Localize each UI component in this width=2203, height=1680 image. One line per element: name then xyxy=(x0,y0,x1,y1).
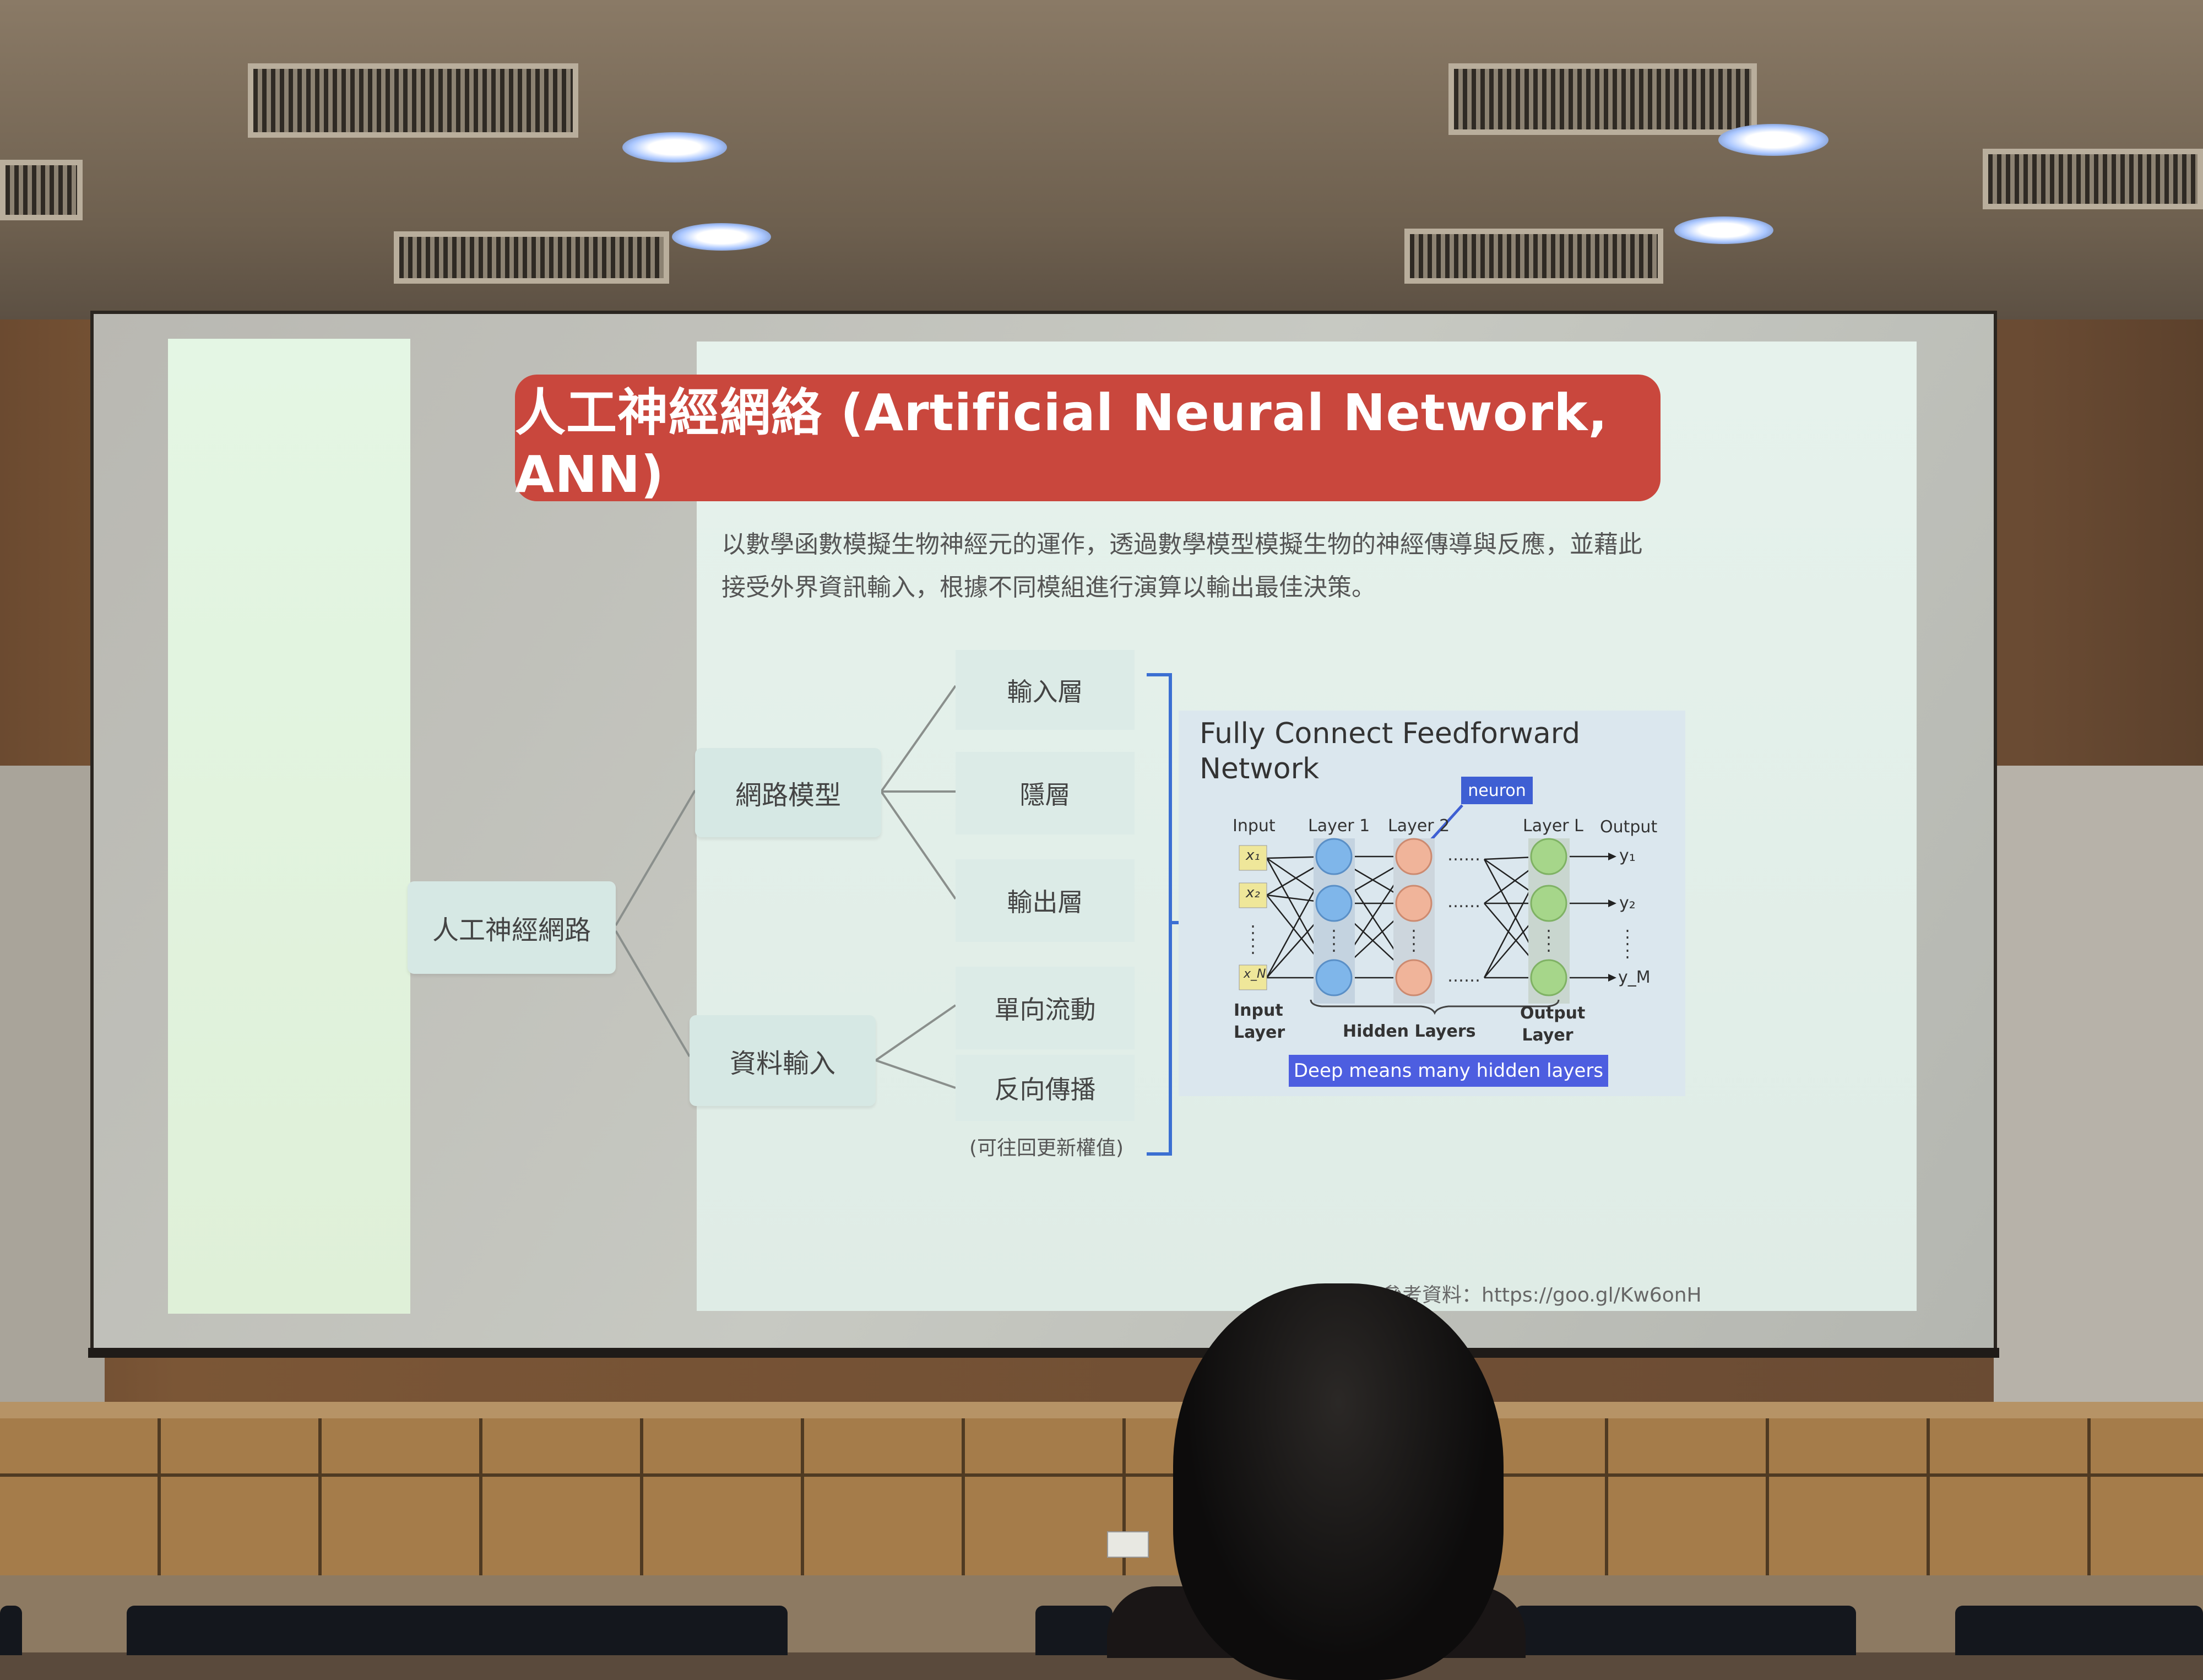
ceiling-vent xyxy=(1448,63,1757,135)
leaf-input-layer: 輸入層 xyxy=(956,650,1135,730)
slide-description: 以數學函數模擬生物神經元的運作，透過數學模型模擬生物的神經傳導與反應，並藉此接受… xyxy=(721,530,1642,601)
vertical-ellipses xyxy=(1252,925,1629,958)
input-boxes xyxy=(1239,845,1267,990)
screen-bottom-bar xyxy=(88,1348,1999,1358)
ceiling-vent xyxy=(1404,229,1663,284)
ceiling-vent xyxy=(0,160,83,220)
ceiling-light xyxy=(1718,124,1828,156)
chair-back xyxy=(1955,1606,2203,1655)
leaf-backpropagation: 反向傳播 xyxy=(956,1055,1135,1121)
diagram-caption: Deep means many hidden layers xyxy=(1289,1055,1608,1087)
chair-back xyxy=(0,1606,22,1655)
label-layerL: Layer L xyxy=(1523,816,1583,836)
ceiling-light xyxy=(672,223,771,251)
slide-reference: 參考資料：https://goo.gl/Kw6onH xyxy=(1382,1284,1702,1307)
ceiling xyxy=(0,0,2203,319)
label-output: Output xyxy=(1600,817,1658,837)
output-arrowheads xyxy=(1608,853,1616,982)
output-yM: y_M xyxy=(1618,968,1651,987)
slide-left-panel xyxy=(168,339,410,1314)
label-dots-top: …… xyxy=(1447,846,1480,865)
leaf-one-way-flow: 單向流動 xyxy=(956,967,1135,1049)
wall-panel-left xyxy=(0,766,105,1405)
chair-back xyxy=(1515,1606,1856,1655)
label-hidden-layers: Hidden Layers xyxy=(1343,1022,1476,1041)
backprop-note: (可往回更新權值) xyxy=(969,1137,1124,1159)
label-layer2: Layer 2 xyxy=(1388,816,1450,836)
stage-rail xyxy=(0,1402,2203,1418)
input-xN: x_N xyxy=(1244,967,1266,981)
chair-back xyxy=(127,1606,788,1655)
audience-head xyxy=(1173,1283,1504,1680)
label-dots-mid: …… xyxy=(1447,892,1480,912)
hidden-layers-brace xyxy=(1310,999,1560,1015)
chair-back xyxy=(1035,1606,1113,1655)
branch-network-model: 網路模型 xyxy=(695,748,881,837)
label-output-layer: Output Layer xyxy=(1520,1004,1586,1045)
output-y1: y₁ xyxy=(1619,846,1636,865)
ceiling-light xyxy=(1674,216,1773,244)
diagram-title: Fully Connect Feedforward Network xyxy=(1200,717,1581,785)
wall-panel-right xyxy=(1994,766,2203,1405)
ceiling-vent xyxy=(394,231,669,284)
wood-wainscot xyxy=(0,1418,2203,1584)
ceiling-vent xyxy=(1983,149,2203,209)
layerL-neurons xyxy=(1530,838,1567,996)
label-dots-bottom: …… xyxy=(1447,967,1480,986)
slide-title: 人工神經網絡 (Artificial Neural Network, ANN) xyxy=(515,375,1661,504)
layer1-neurons xyxy=(1315,838,1353,996)
input-x2: x₂ xyxy=(1246,885,1260,901)
leaf-hidden-layer: 隱層 xyxy=(956,752,1135,834)
neuron-tag: neuron xyxy=(1461,777,1533,804)
wainscot-divider xyxy=(0,1473,2203,1477)
label-input-layer: Input Layer xyxy=(1234,1001,1285,1042)
mindmap-root-node: 人工神經網路 xyxy=(408,881,616,974)
layer2-neurons xyxy=(1395,838,1433,996)
label-layer1: Layer 1 xyxy=(1308,816,1370,836)
ceiling-vent xyxy=(248,63,578,138)
ceiling-light xyxy=(622,132,727,162)
label-input: Input xyxy=(1233,816,1276,836)
branch-data-input: 資料輸入 xyxy=(690,1015,876,1106)
output-y2: y₂ xyxy=(1619,893,1636,913)
power-outlet xyxy=(1107,1531,1149,1558)
leaf-output-layer: 輸出層 xyxy=(956,859,1135,942)
input-x1: x₁ xyxy=(1246,847,1260,864)
